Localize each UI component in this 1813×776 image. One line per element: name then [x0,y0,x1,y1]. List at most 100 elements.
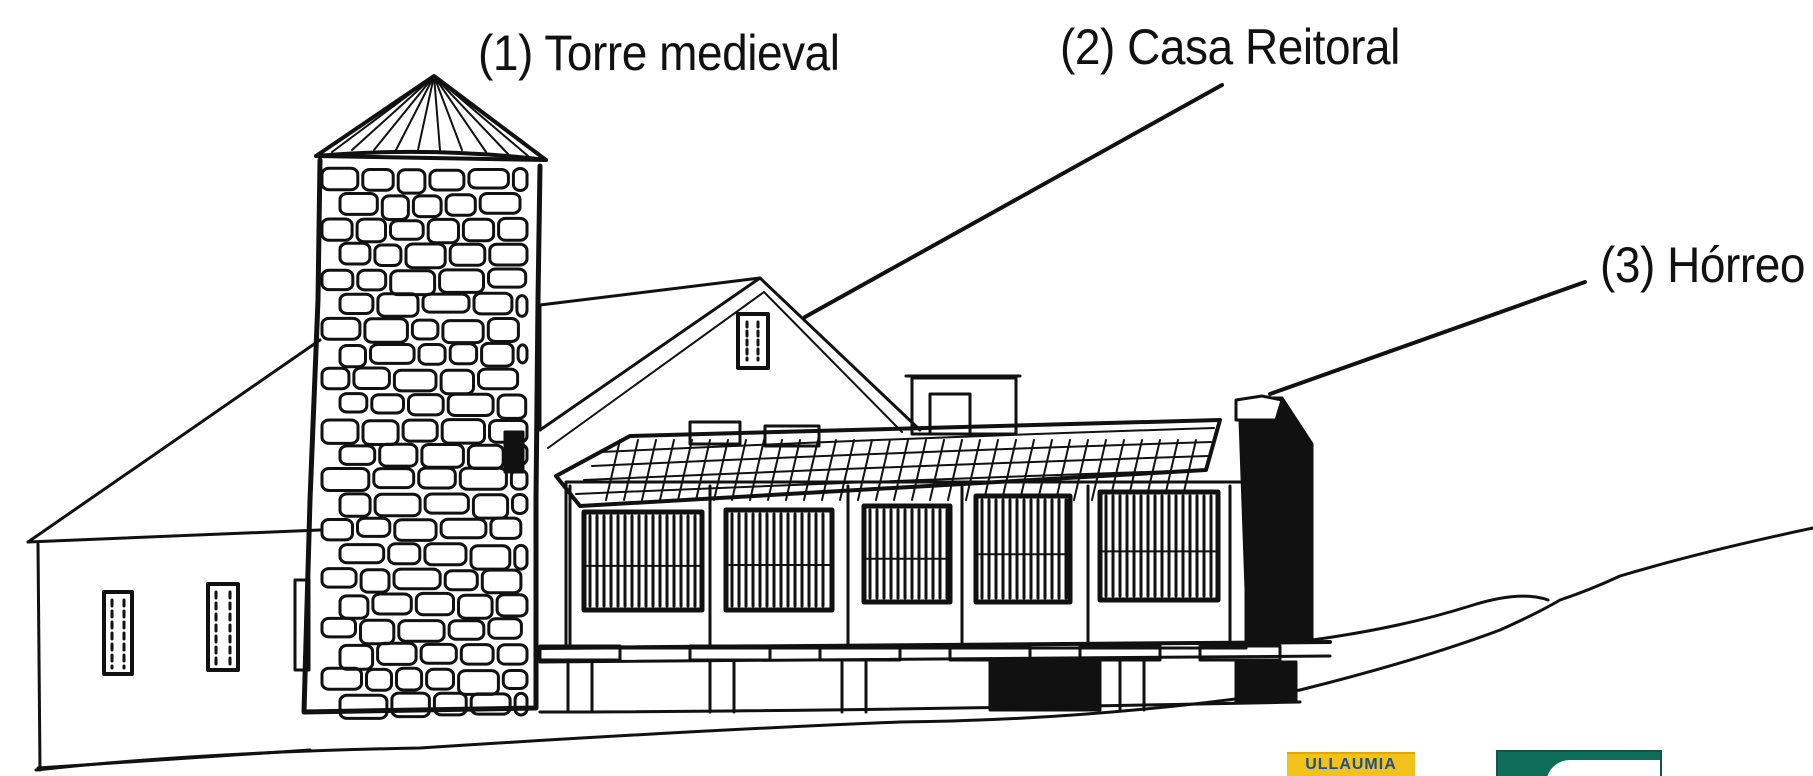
tower-stone [487,617,523,640]
tower-stone [390,691,431,719]
tower-stone [320,217,354,242]
tower-stone [439,368,476,396]
tower-stone [439,517,488,540]
tower-stone [467,168,510,190]
tower-stone [472,291,514,316]
tower-stone [410,318,440,341]
tower-stone [378,442,419,468]
ullaumia-logo-text: ULLAUMIA [1305,756,1397,773]
roof-tile-seam [803,439,819,501]
roof-tile-seam [731,439,747,501]
tower-stone [425,667,456,691]
tower-stone [495,593,529,618]
tower-stone [511,493,529,515]
tower-stone [477,367,520,391]
tower-stone [320,666,363,691]
green-logo-inner [1546,760,1660,776]
roof-tile-seam [659,439,675,501]
tower-stone [447,619,486,641]
tower-stone [320,518,354,542]
tower-stone [417,343,447,366]
roof-tile-seam [1019,439,1035,501]
tower-stone [421,292,471,314]
tower-stone [414,591,455,617]
tower-stone [338,492,372,518]
ground-line [34,526,1813,772]
tower-stone [486,317,520,343]
tower-stone [363,317,409,344]
roof-tile-seam [695,439,711,501]
tower-stone [471,493,510,520]
tower-stone [457,593,494,620]
tower-stone [459,643,495,666]
tower-stone [338,344,367,369]
tower-stone [376,292,420,318]
tower-stone [365,667,393,692]
tower-stone [404,242,447,270]
roof-tile-row [599,427,1215,453]
tower-stone [356,268,388,292]
horreo-slat-panel [1097,489,1221,603]
tower-stone [469,692,512,716]
tower-stone [338,192,379,216]
roof-tile-seam [713,439,729,501]
tower-stone [489,516,523,540]
tower-stone [448,242,487,267]
casa-reitoral [538,276,1022,449]
tower-stone [359,618,396,646]
tower-stone [361,168,395,192]
tower-stone [497,216,529,242]
tower-stone [496,643,529,666]
tower-stone [393,518,438,542]
leader-line-casa [803,83,1224,319]
tower-stone [361,419,400,447]
tower-stone [371,592,413,616]
tower-stone [320,366,351,391]
tower-body [301,157,543,720]
tower-stone [440,418,487,445]
roof-tile-seam [677,439,693,501]
tower-stone [373,492,422,518]
tower-stone [426,217,461,245]
green-logo [1496,750,1662,776]
roof-tile-seam [1001,439,1017,501]
label-casa-reitoral: (2) Casa Reitoral [1060,19,1400,75]
ullaumia-logo: ULLAUMIA [1287,752,1415,776]
tower-stone [501,669,529,690]
roof-tile-seam [983,439,999,501]
roof-tile-seam [1073,439,1089,501]
tower-stone [373,243,403,267]
label-torre-medieval: (1) Torre medieval [478,25,840,81]
horreo [538,394,1332,714]
tower-stone [446,392,495,417]
roof-tile-seam [623,439,639,501]
tower-stone [395,666,424,692]
roof-tile-seam [785,439,801,501]
tower-stone [338,292,375,316]
tower-stone [423,542,468,567]
tower-stone [513,543,529,571]
tower-stone [352,366,391,390]
tower-stone [428,168,466,192]
tower-stone [389,269,437,297]
left-barn [26,338,322,772]
tower-stone [458,466,508,491]
tower-stone [441,319,485,345]
tower-stone [376,641,418,666]
tower-stone [496,393,528,420]
tower-stone [516,343,529,365]
tower-stone [320,268,355,292]
tower-stone [338,392,369,414]
tower-stone [511,167,529,192]
tower-stone [397,619,446,643]
tower-stone [487,267,528,289]
tower-stone [469,544,512,571]
tower-stone [320,467,371,492]
tower-stone [419,642,458,665]
tower-stone [513,691,529,717]
tower-stone [338,543,386,565]
tower-stone [457,669,500,696]
tower-stone [338,643,375,671]
